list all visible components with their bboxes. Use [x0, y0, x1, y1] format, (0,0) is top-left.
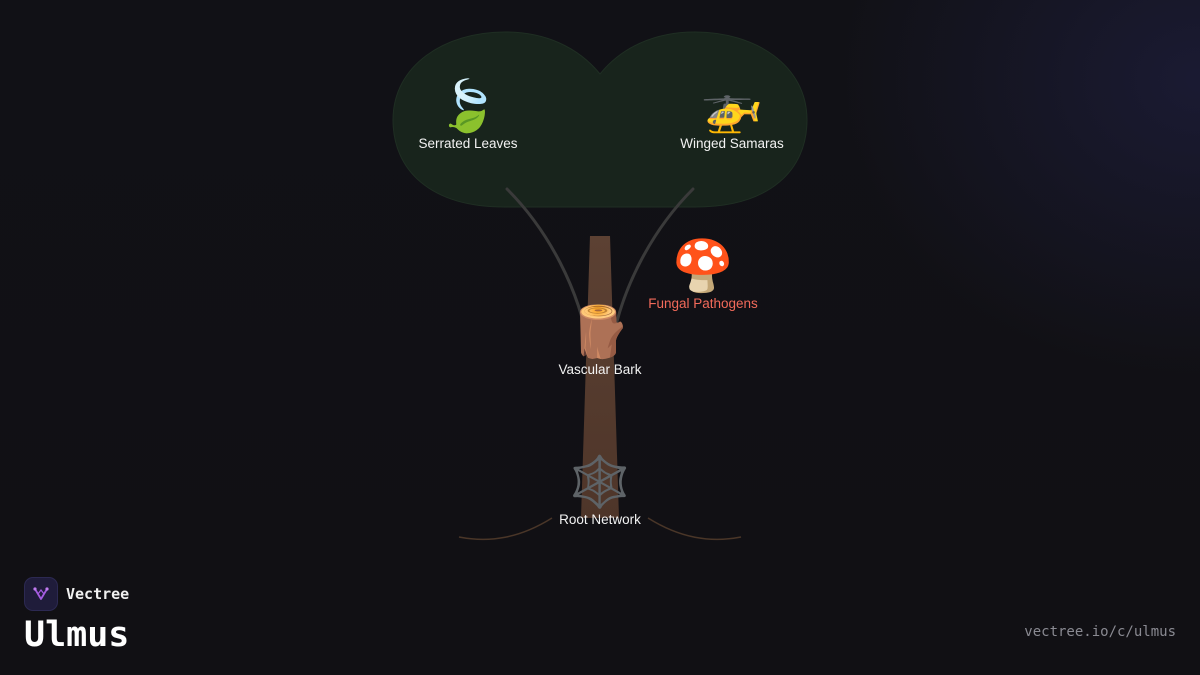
page-url: vectree.io/c/ulmus [1024, 624, 1176, 640]
wood-log-icon: 🪵 [568, 303, 632, 361]
node-label: Serrated Leaves [418, 136, 518, 151]
left-branch [505, 187, 591, 352]
leaf-icon: 🍃 [436, 77, 500, 135]
helicopter-icon: 🚁 [700, 77, 764, 135]
right-root [647, 517, 742, 541]
node-serrated-leaves: 🍃 Serrated Leaves [418, 78, 517, 151]
node-root-network: 🕸️ Root Network [559, 454, 641, 527]
node-label: Winged Samaras [680, 136, 784, 151]
node-vascular-bark: 🪵 Vascular Bark [558, 304, 641, 377]
trunk-shape [581, 236, 619, 518]
page-title: Ulmus [24, 615, 130, 655]
brand-row: Vectree [24, 577, 129, 611]
right-branch [609, 187, 695, 352]
brand-name: Vectree [66, 585, 130, 603]
mushroom-icon: 🍄 [671, 237, 735, 295]
brand-block: Vectree Ulmus [24, 577, 129, 657]
vectree-logo-icon [24, 577, 58, 611]
node-fungal-pathogens: 🍄 Fungal Pathogens [648, 238, 758, 311]
canopy-shape [392, 31, 808, 208]
node-winged-samaras: 🚁 Winged Samaras [680, 78, 784, 151]
spider-web-icon: 🕸️ [568, 453, 632, 511]
node-label: Vascular Bark [558, 362, 642, 377]
node-label: Root Network [559, 512, 641, 527]
node-label: Fungal Pathogens [648, 296, 758, 311]
left-root [458, 517, 553, 541]
